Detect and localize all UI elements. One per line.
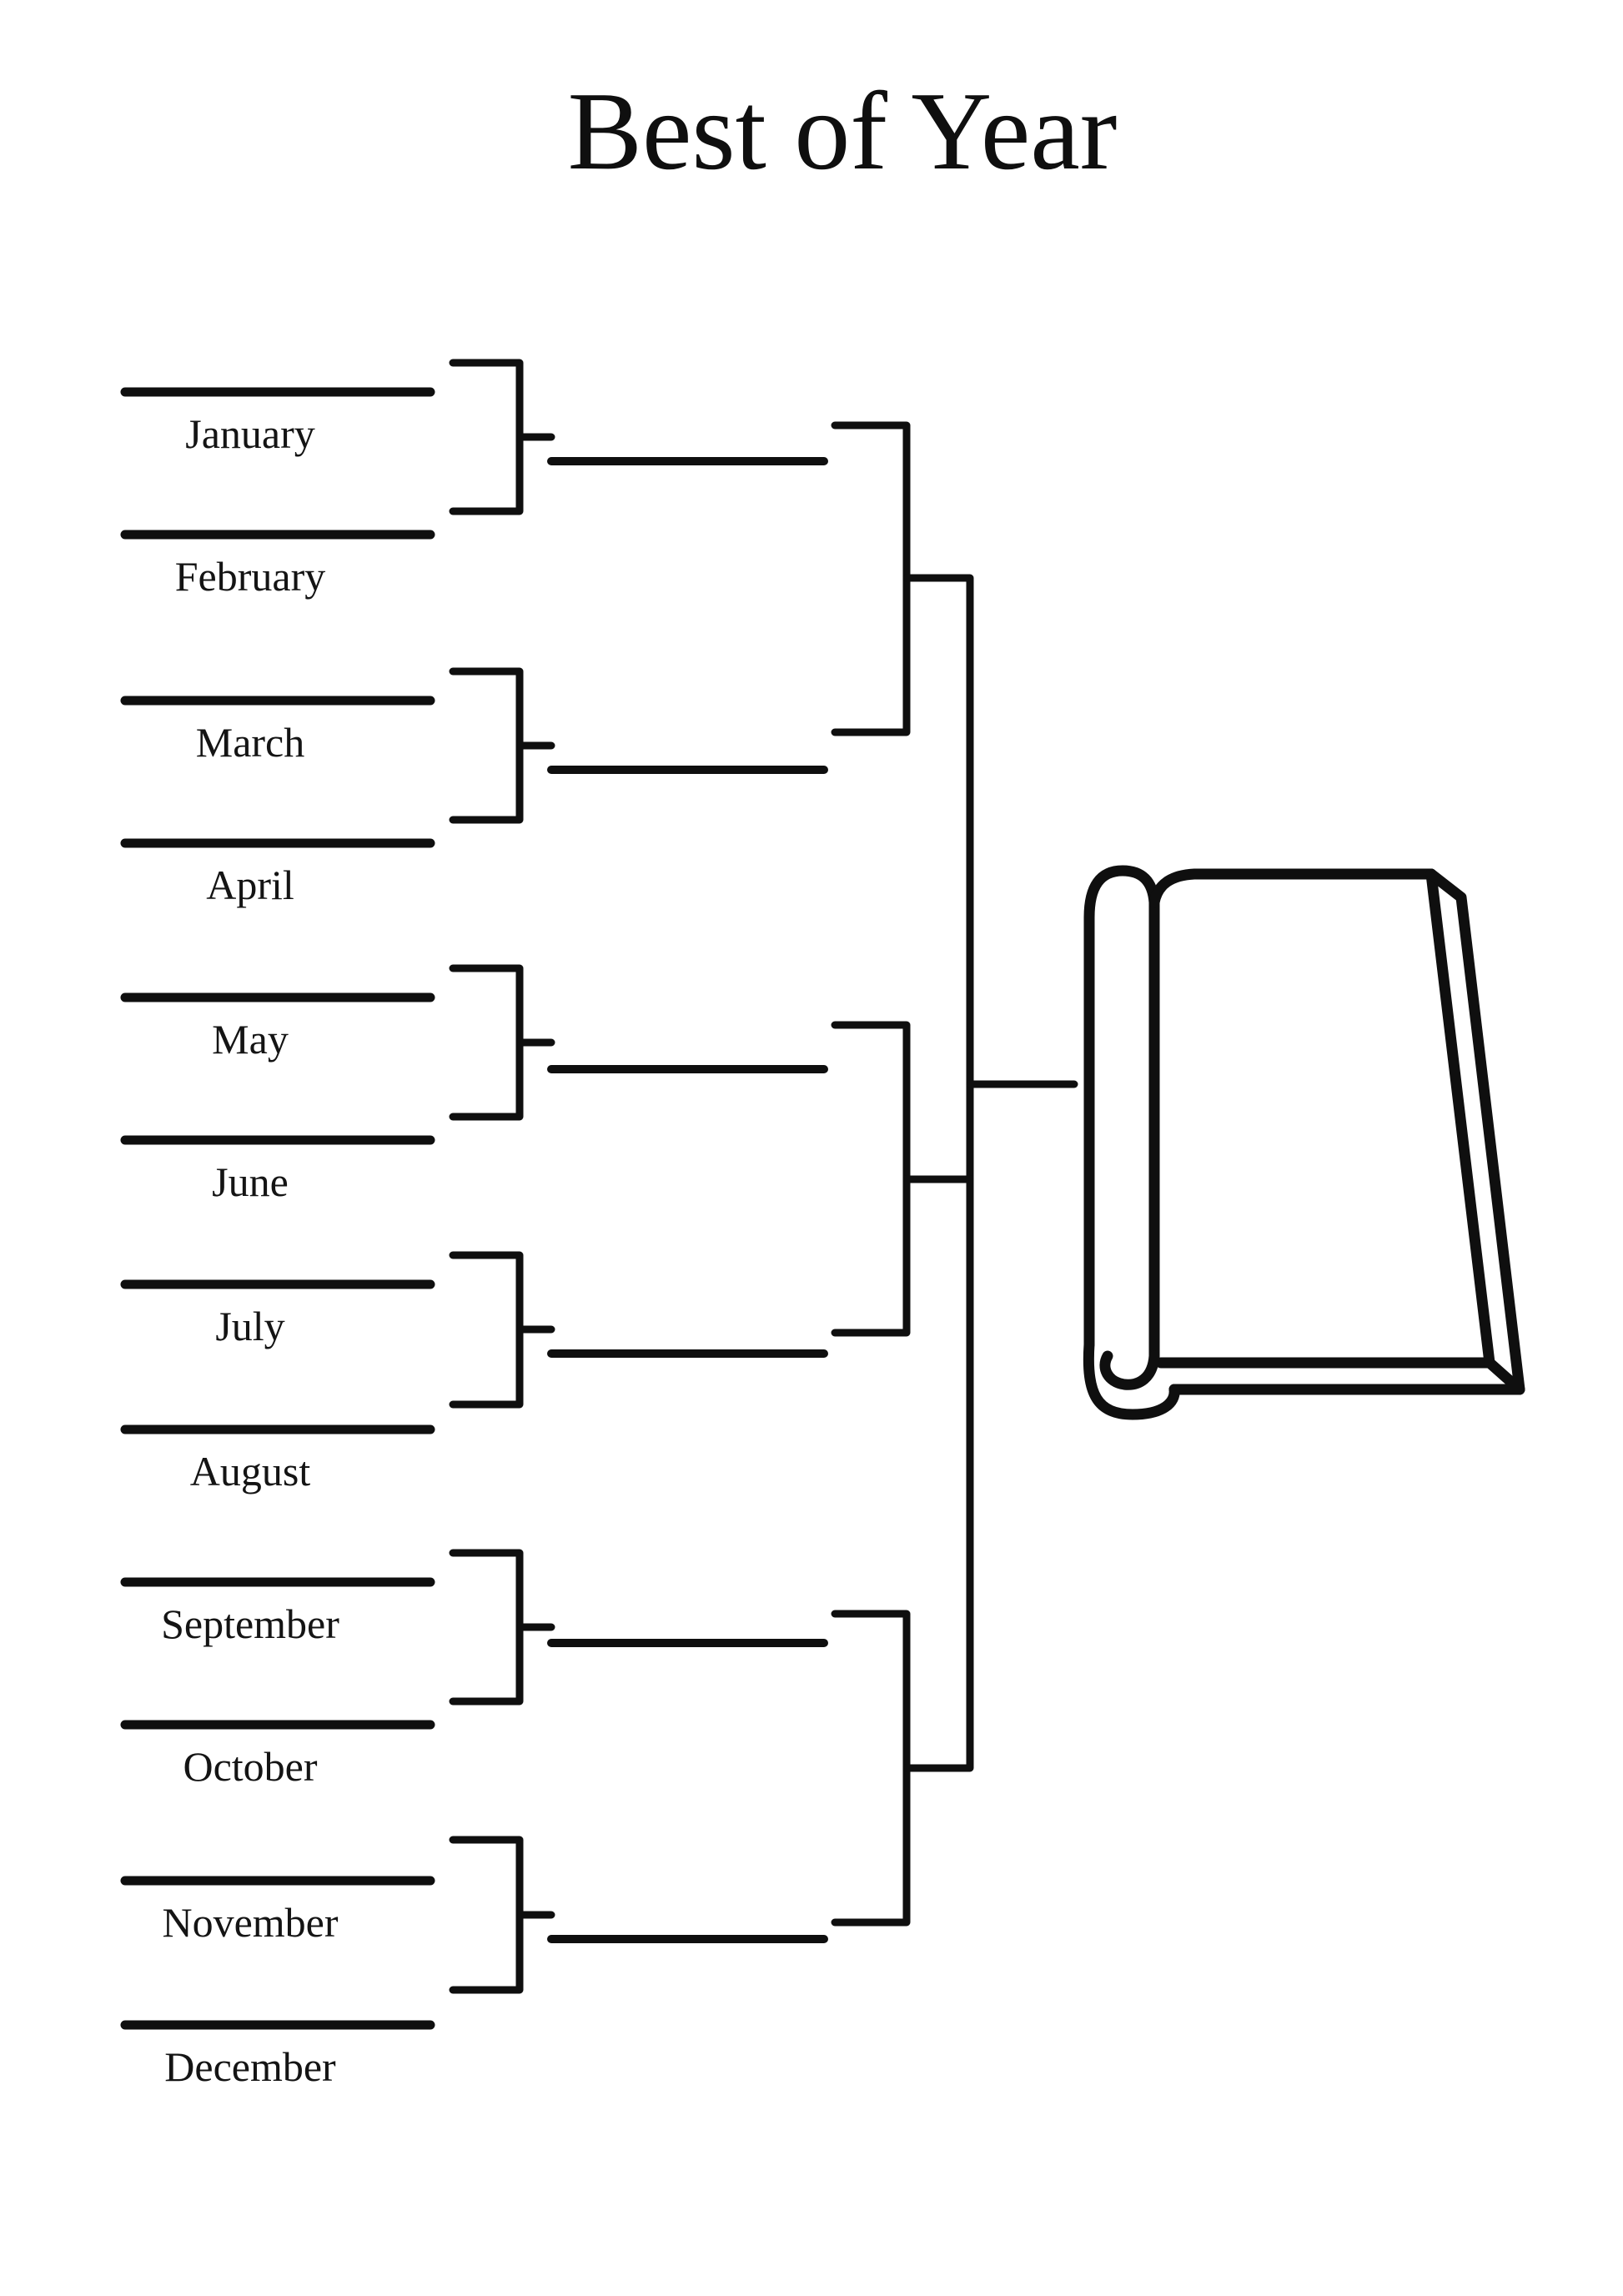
semifinal-bracket-2 <box>831 1021 911 1337</box>
semifinal-bracket-1 <box>831 421 911 736</box>
book-page-block-right-edge <box>1425 868 1525 1395</box>
book-cover-top-edge <box>1148 868 1437 908</box>
book-spine-curl-outer <box>1083 1339 1180 1420</box>
month-label-march: March <box>195 719 305 766</box>
round1-bracket-sep-oct <box>449 1549 555 1706</box>
month-label-may: May <box>212 1016 289 1063</box>
book-cover-right-bottom-edge <box>1155 868 1495 1369</box>
round1-bracket-jul-aug <box>449 1251 555 1409</box>
book-spine <box>1083 865 1160 1362</box>
final-rail <box>902 574 974 1772</box>
page-title: Best of Year <box>567 69 1118 193</box>
month-label-august: August <box>189 1448 311 1495</box>
book-spine-curl-inner <box>1099 1350 1160 1390</box>
month-label-february: February <box>174 553 326 600</box>
month-label-september: September <box>161 1600 339 1647</box>
month-label-june: June <box>212 1158 289 1205</box>
round1-bracket-nov-dec <box>449 1836 555 1994</box>
month-label-april: April <box>206 862 294 908</box>
round1-bracket-may-jun <box>449 964 555 1121</box>
book-icon <box>1083 865 1525 1420</box>
month-label-october: October <box>183 1743 318 1790</box>
round1-bracket-jan-feb <box>449 359 555 515</box>
round1-bracket-mar-apr <box>449 667 555 824</box>
semifinal-bracket-3 <box>831 1610 911 1927</box>
month-label-july: July <box>215 1303 285 1349</box>
month-label-december: December <box>164 2043 336 2090</box>
month-label-november: November <box>162 1899 339 1946</box>
month-label-january: January <box>185 410 315 457</box>
